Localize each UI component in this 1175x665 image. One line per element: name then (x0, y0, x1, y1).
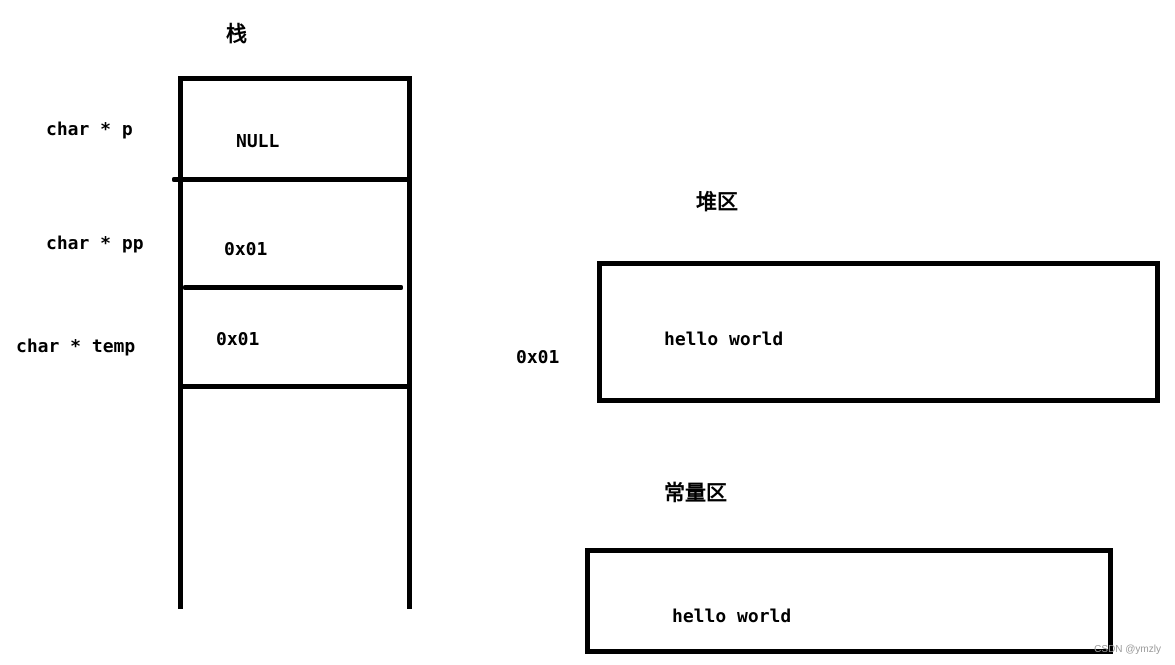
stack-var-p-name: char * p (46, 119, 133, 140)
stack-var-pp-value: 0x01 (224, 239, 268, 260)
stack-divider-1 (172, 177, 410, 182)
heap-title: 堆区 (696, 190, 738, 214)
stack-var-temp-value: 0x01 (216, 329, 260, 350)
constant-title: 常量区 (664, 481, 727, 505)
stack-right-wall (407, 76, 412, 609)
constant-block (585, 548, 1113, 654)
stack-divider-2 (183, 285, 403, 290)
constant-content: hello world (672, 606, 792, 627)
stack-title: 栈 (226, 22, 247, 46)
watermark-text: CSDN @ymzly (1094, 644, 1161, 655)
heap-block (597, 261, 1160, 403)
stack-top-line (178, 76, 412, 81)
stack-var-p-value: NULL (236, 131, 280, 152)
stack-divider-3 (183, 384, 407, 389)
stack-left-wall (178, 76, 183, 609)
stack-var-pp-name: char * pp (46, 233, 144, 254)
heap-address: 0x01 (516, 347, 560, 368)
stack-var-temp-name: char * temp (16, 336, 136, 357)
heap-content: hello world (664, 329, 784, 350)
